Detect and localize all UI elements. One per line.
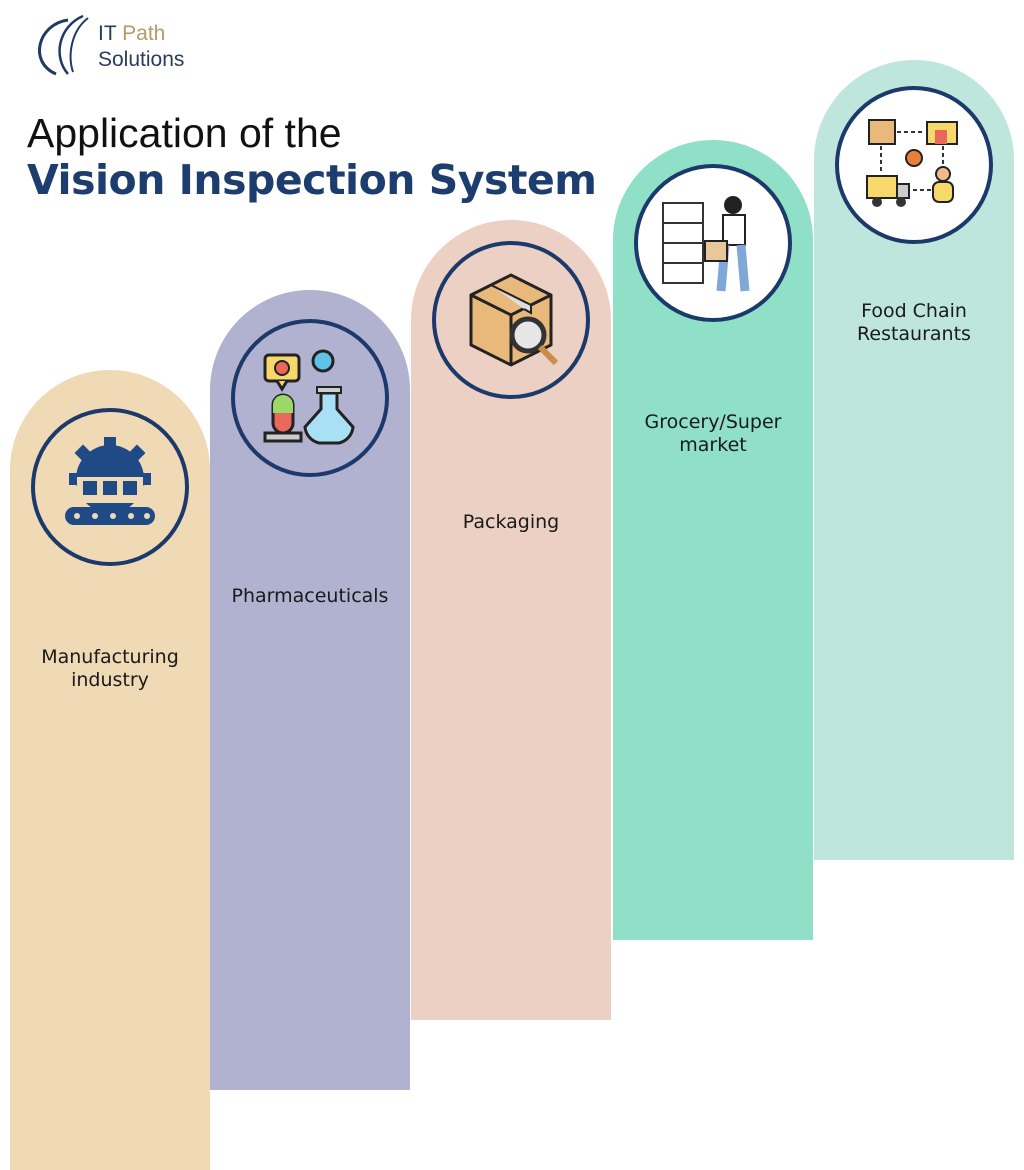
column-label: Pharmaceuticals [231, 585, 389, 607]
column-pharmaceuticals: Pharmaceuticals [210, 290, 410, 1090]
icon-circle [835, 86, 993, 244]
page-title-line1: Application of the [27, 110, 342, 156]
company-logo: IT Path Solutions [28, 12, 208, 82]
logo-text-line2: Solutions [98, 48, 185, 71]
box-magnifier-icon [469, 273, 559, 367]
column-packaging: Packaging [411, 220, 611, 1020]
icon-circle [634, 164, 792, 322]
logo-swoosh-icon [38, 14, 89, 76]
icon-circle [432, 241, 590, 399]
supply-chain-icon [866, 119, 958, 207]
logo-text-line1: IT Path [98, 22, 166, 45]
icon-circle [31, 408, 189, 566]
icon-circle [231, 319, 389, 477]
shopper-icon [662, 196, 750, 292]
page-title-line2: Vision Inspection System [27, 156, 597, 204]
column-label: Packaging [462, 511, 560, 533]
pharma-flask-icon [263, 349, 355, 445]
conveyor-gear-icon [65, 437, 155, 525]
